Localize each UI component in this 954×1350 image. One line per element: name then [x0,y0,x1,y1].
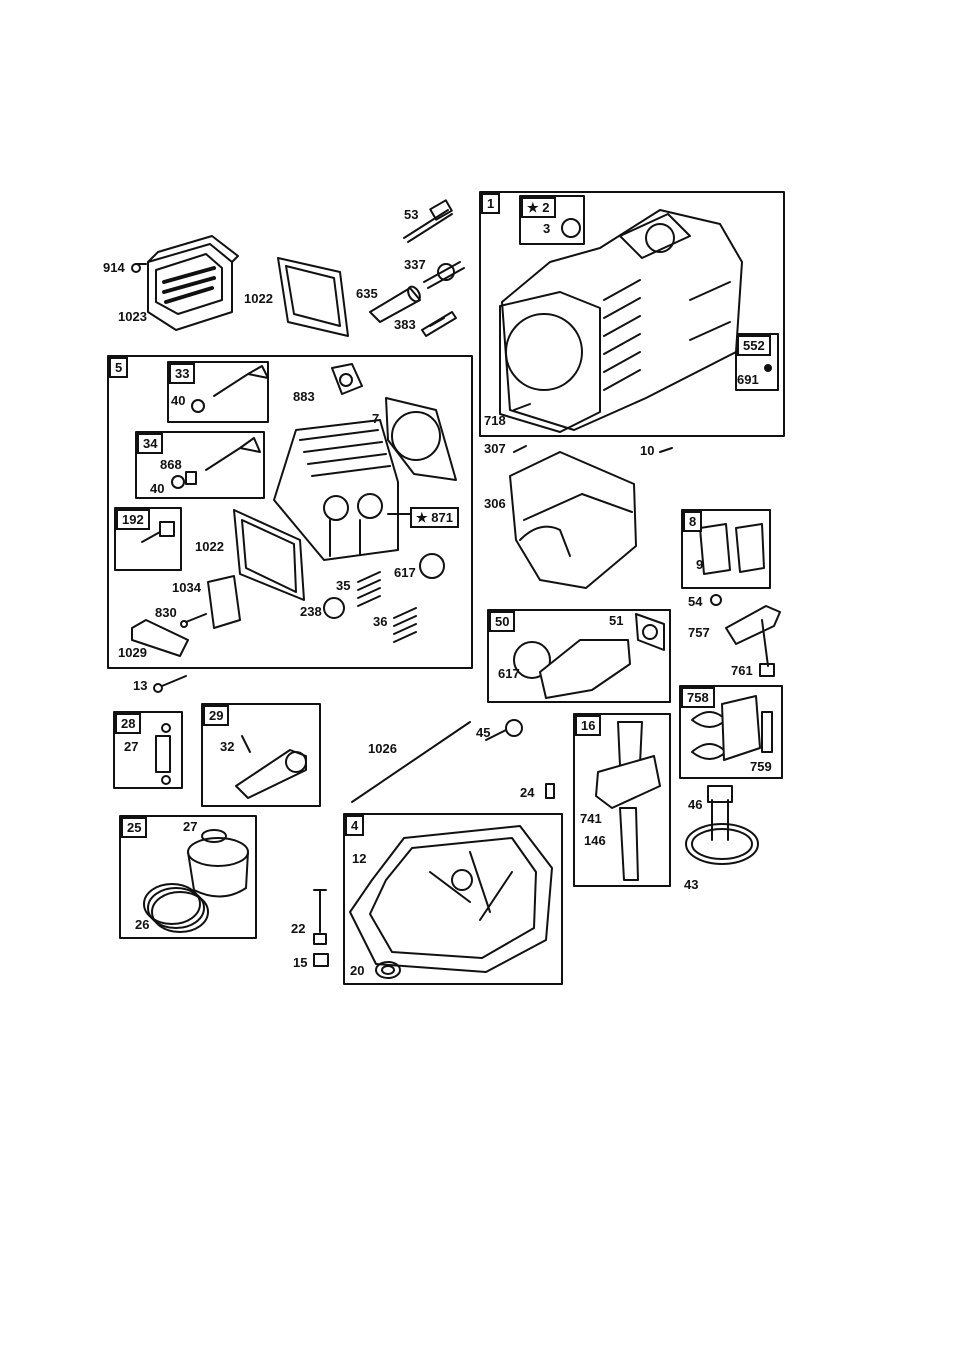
callout-337: 337 [404,258,426,271]
callout-757: 757 [688,626,710,639]
callout-1034: 1034 [172,581,201,594]
callout-306: 306 [484,497,506,510]
callout-40-b: 40 [150,482,164,495]
intake-50 [540,640,630,698]
box-label-871: ★ 871 [410,507,459,528]
callout-1026: 1026 [368,742,397,755]
callout-36: 36 [373,615,387,628]
box-label-1: 1 [481,193,500,214]
callout-35: 35 [336,579,350,592]
gasket-883 [332,364,362,394]
valve-33 [214,366,268,396]
callout-27-a: 27 [124,740,138,753]
box-label-192: 192 [116,509,150,530]
box-label-29: 29 [203,705,229,726]
box-label-4: 4 [345,815,364,836]
callout-7: 7 [372,412,379,425]
callout-759: 759 [750,760,772,773]
callout-22: 22 [291,922,305,935]
callout-691: 691 [737,373,759,386]
callout-883: 883 [293,390,315,403]
box-label-50: 50 [489,611,515,632]
callout-1022-top: 1022 [244,292,273,305]
callout-871: 871 [431,510,453,525]
spring-36 [394,608,416,642]
gasket-1022-top [278,258,348,336]
callout-741: 741 [580,812,602,825]
callout-383: 383 [394,318,416,331]
callout-868: 868 [160,458,182,471]
callout-761: 761 [731,664,753,677]
callout-53: 53 [404,208,418,221]
connecting-rod-29 [236,750,306,798]
bracket-383 [422,312,456,336]
box-label-33: 33 [169,363,195,384]
box-label-552: 552 [737,335,771,356]
callout-46: 46 [688,798,702,811]
box-label-8: 8 [683,511,702,532]
callout-15: 15 [293,956,307,969]
callout-1029: 1029 [118,646,147,659]
spring-35 [358,572,380,606]
pushrod-1026 [352,722,470,802]
callout-914: 914 [103,261,125,274]
callout-617-a: 617 [394,566,416,579]
crankshaft-16 [596,722,660,880]
callout-32: 32 [220,740,234,753]
fitting-337 [424,262,464,288]
box-label-5: 5 [109,357,128,378]
rocker-757 [726,606,780,644]
callout-718: 718 [484,414,506,427]
callout-54: 54 [688,595,702,608]
callout-13: 13 [133,679,147,692]
star-icon: ★ [527,200,539,215]
callout-24: 24 [520,786,534,799]
oil-sump-4 [350,826,552,972]
star-icon: ★ [416,510,428,525]
screw-914 [132,264,146,272]
box-label-25: 25 [121,817,147,838]
cylinder-head-871 [274,420,398,560]
callout-307: 307 [484,442,506,455]
box-label-34: 34 [137,433,163,454]
callout-635: 635 [356,287,378,300]
callout-1022-mid: 1022 [195,540,224,553]
valve-34 [206,438,260,470]
piston-25 [188,830,248,897]
callout-1023: 1023 [118,310,147,323]
callout-2: 2 [542,200,549,215]
callout-12: 12 [352,852,366,865]
callout-238: 238 [300,605,322,618]
callout-51: 51 [609,614,623,627]
head-gasket-7 [386,398,456,480]
callout-27-b: 27 [183,820,197,833]
box-label-16: 16 [575,715,601,736]
box-label-28: 28 [115,713,141,734]
plate-1034 [208,576,240,628]
callout-9: 9 [696,558,703,571]
callout-10: 10 [640,444,654,457]
box-label-758: 758 [681,687,715,708]
callout-20: 20 [350,964,364,977]
callout-26: 26 [135,918,149,931]
box-label-2: ★ 2 [521,197,556,218]
callout-3: 3 [543,222,550,235]
callout-617-b: 617 [498,667,520,680]
baffle-306 [510,452,636,588]
callout-146: 146 [584,834,606,847]
valve-cover-1023 [148,236,238,330]
callout-830: 830 [155,606,177,619]
callout-43: 43 [684,878,698,891]
callout-40-a: 40 [171,394,185,407]
callout-45: 45 [476,726,490,739]
